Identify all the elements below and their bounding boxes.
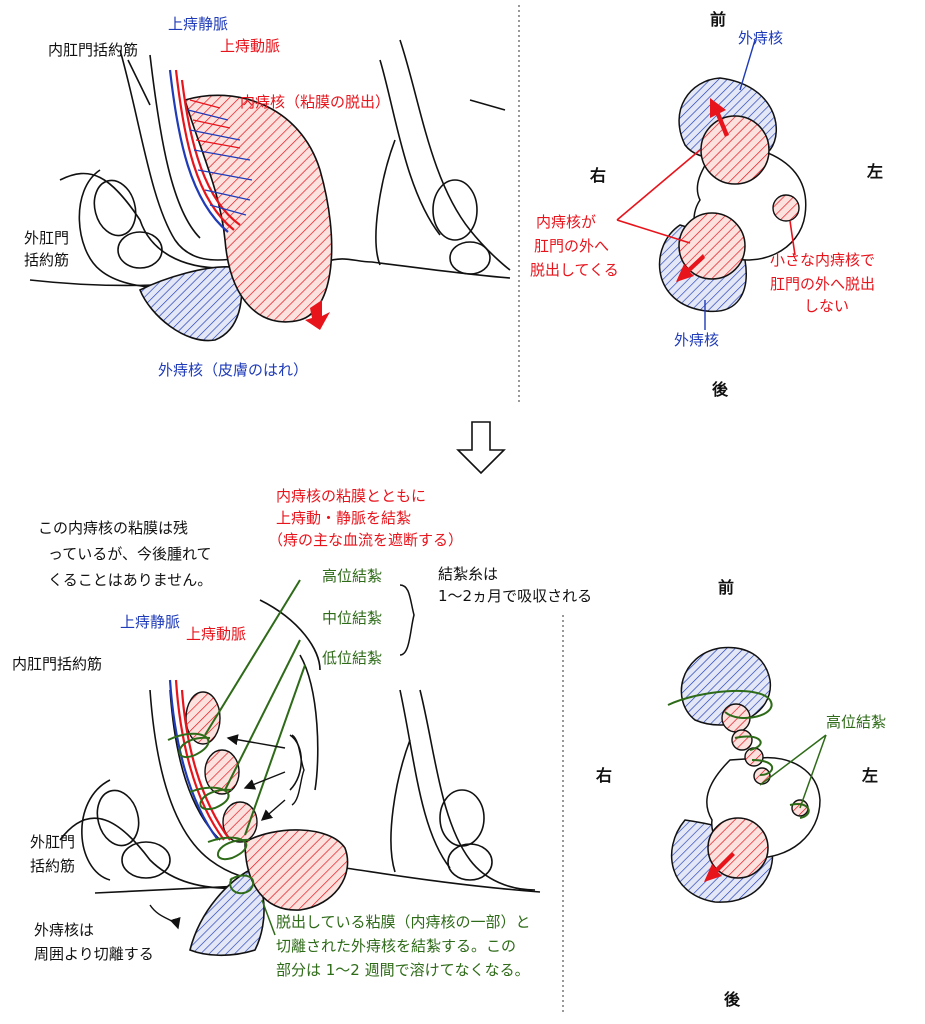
label-external-bottom-top: 外痔核 xyxy=(674,331,720,349)
label-remain-3: くることはありません。 xyxy=(48,571,213,589)
bracket-ligatures xyxy=(399,584,415,656)
label-back-top: 後 xyxy=(712,380,729,399)
label-upper-vein-top: 上痔静脈 xyxy=(168,15,229,33)
label-internal-sphincter-top: 内肛門括約筋 xyxy=(48,41,139,59)
bracket-knots xyxy=(291,734,305,806)
label-ligate-2: 上痔動・静脈を結紮 xyxy=(276,509,412,527)
label-absorb-2: 1～2ヵ月で吸収される xyxy=(438,587,593,605)
cut-arrow xyxy=(149,904,181,930)
label-right-top: 右 xyxy=(590,166,607,185)
ligature-threads xyxy=(167,579,306,895)
bottom-internal-shape xyxy=(244,829,349,911)
label-low-ligation: 低位結紮 xyxy=(322,649,383,667)
label-external-sphincter-bottom-2: 括約筋 xyxy=(30,857,76,875)
label-remain-1: この内痔核の粘膜は残 xyxy=(38,519,189,537)
label-small-2: 肛門の外へ脱出 xyxy=(770,275,876,293)
label-prolapse-3: 脱出してくる xyxy=(530,261,619,279)
label-upper-vein-bottom: 上痔静脈 xyxy=(120,613,181,631)
label-ligate-3: （痔の主な血流を遮断する） xyxy=(268,531,464,549)
label-bottom-3: 部分は 1～2 週間で溶けてなくなる。 xyxy=(276,961,530,979)
knot-pointers xyxy=(226,734,286,821)
label-high-ligation: 高位結紮 xyxy=(322,567,383,585)
label-left-top: 左 xyxy=(867,162,884,181)
label-internal-sphincter-bottom: 内肛門括約筋 xyxy=(12,655,103,673)
vessels-bottom xyxy=(168,679,231,841)
top-left-anatomy xyxy=(29,39,511,289)
label-right-bottom: 右 xyxy=(596,766,613,785)
label-back-bottom: 後 xyxy=(724,990,741,1009)
top-right-view xyxy=(616,39,807,330)
bottom-knots xyxy=(185,691,258,843)
label-ligate-1: 内痔核の粘膜とともに xyxy=(276,487,427,505)
label-prolapse-1: 内痔核が xyxy=(536,213,597,231)
label-internal-hemorrhoid-top: 内痔核（粘膜の脱出） xyxy=(240,93,391,111)
label-small-3: しない xyxy=(804,297,850,315)
label-external-hemorrhoid-top: 外痔核（皮膚のはれ） xyxy=(158,361,309,379)
label-front-bottom: 前 xyxy=(718,578,735,597)
internal-hemorrhoid-shape xyxy=(184,94,333,323)
label-bottom-1: 脱出している粘膜（内痔核の一部）と xyxy=(276,913,531,931)
label-upper-artery-top: 上痔動脈 xyxy=(220,37,281,55)
vessels-top xyxy=(168,69,253,233)
bottom-right-view xyxy=(667,646,827,903)
external-hemorrhoid-shape xyxy=(138,266,243,342)
label-external-sphincter-bottom-1: 外肛門 xyxy=(30,833,76,851)
prolapse-arrow xyxy=(305,300,330,330)
label-mid-ligation: 中位結紮 xyxy=(322,609,383,627)
label-absorb-1: 結紮糸は xyxy=(438,565,499,583)
label-external-sphincter-top-2: 括約筋 xyxy=(24,251,70,269)
down-arrow xyxy=(456,421,506,475)
label-prolapse-2: 肛門の外へ xyxy=(534,237,610,255)
label-cut-2: 周囲より切離する xyxy=(34,945,154,963)
label-high-ligation-right: 高位結紮 xyxy=(826,713,887,731)
label-cut-1: 外痔核は xyxy=(34,921,95,939)
label-external-sphincter-top-1: 外肛門 xyxy=(24,229,70,247)
label-remain-2: っているが、今後腫れて xyxy=(48,545,212,563)
label-front-top: 前 xyxy=(710,10,727,29)
label-small-1: 小さな内痔核で xyxy=(770,251,876,269)
label-upper-artery-bottom: 上痔動脈 xyxy=(186,625,247,643)
green-pointer-bottom xyxy=(261,899,276,936)
label-bottom-2: 切離された外痔核を結紮する。この xyxy=(276,937,517,955)
label-left-bottom: 左 xyxy=(862,766,879,785)
label-external-top-top: 外痔核 xyxy=(738,29,784,47)
